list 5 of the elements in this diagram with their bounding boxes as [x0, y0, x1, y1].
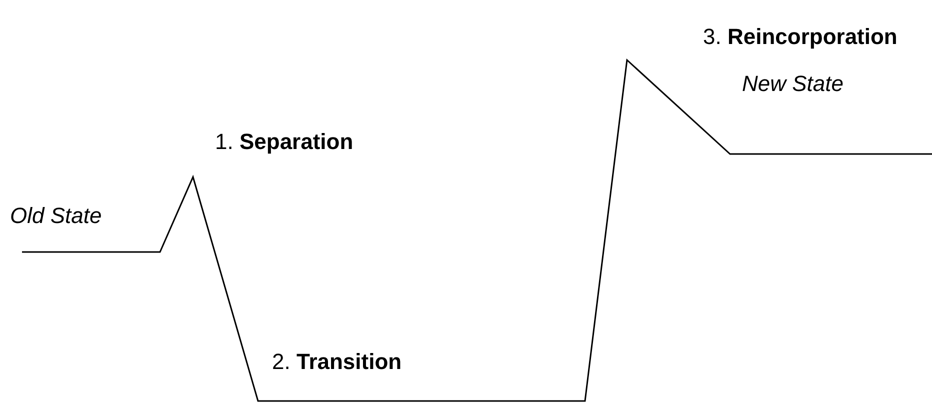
- stage-label: 2. Transition: [272, 349, 402, 376]
- state-label: New State: [742, 71, 844, 98]
- state-label: Old State: [10, 203, 102, 230]
- stage-label: 1. Separation: [215, 129, 354, 156]
- stage-label: 3. Reincorporation: [703, 24, 898, 50]
